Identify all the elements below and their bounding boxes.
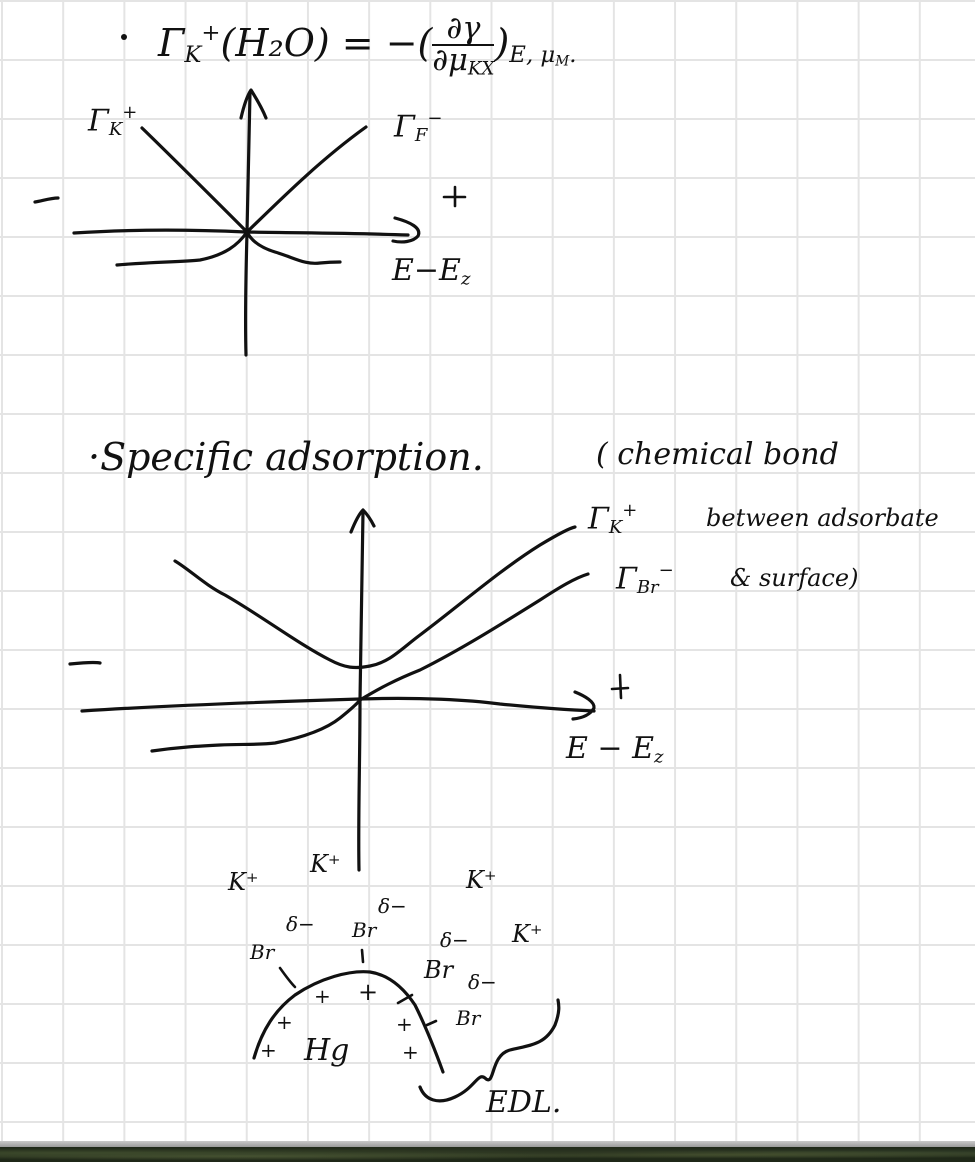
cation-label: K⁺: [512, 920, 543, 948]
chemical-bond-note-line3: & surface): [730, 564, 859, 592]
graph1-curve-f-minus: [245, 125, 368, 234]
adsorption-bond-4: [425, 1019, 438, 1027]
electrode-label-hg: Hg: [304, 1033, 350, 1068]
species-subscript: K: [184, 41, 202, 68]
cation-label: K⁺: [228, 868, 259, 896]
graph2: [68, 508, 630, 872]
gamma-symbol: Γ: [394, 109, 415, 145]
graph2-lower-left-curve: [150, 698, 362, 753]
graph1-lower-right-curve: [245, 230, 342, 265]
graph2-label-k-plus: ΓK+: [588, 502, 637, 537]
cation-label: K⁺: [310, 850, 341, 878]
label-subscript: K: [108, 119, 123, 141]
edl-label: EDL.: [486, 1085, 562, 1120]
derivative-numerator: ∂γ: [432, 13, 495, 47]
axis-label-text: E − E: [566, 731, 655, 766]
anion-label: Br: [250, 940, 275, 964]
graph1-minus-mark: [33, 196, 60, 204]
label-subscript: Br: [636, 577, 659, 599]
adsorption-bond-2: [360, 948, 365, 964]
surface-excess-equation: ΓK+(H₂O) = −(∂γ∂μKX)E, μM.: [158, 13, 576, 79]
label-superscript: +: [622, 500, 638, 521]
label-subscript: F: [414, 125, 428, 147]
graph1-label-k-plus: ΓK+: [88, 104, 137, 139]
gamma-symbol: Γ: [158, 21, 185, 66]
surface-charge: +: [396, 1012, 413, 1036]
partial-charge-label: δ−: [440, 928, 469, 952]
graph2-x-axis-arrowhead: [571, 690, 596, 721]
graph2-y-axis: [357, 510, 365, 872]
surface-charge: +: [276, 1010, 293, 1034]
axis-label-text: E−E: [392, 253, 461, 288]
chemical-bond-note-line2: between adsorbate: [706, 504, 939, 532]
equation-period: .: [569, 41, 577, 68]
label-superscript: +: [122, 102, 138, 123]
held-constant-conditions: E, μM.: [509, 42, 576, 68]
partial-charge-label: δ−: [378, 894, 407, 918]
mu-symbol: ∂μ: [432, 43, 468, 79]
partial-charge-label: δ−: [468, 970, 497, 994]
mu-subscript: KX: [467, 58, 495, 80]
gamma-symbol: Γ: [88, 103, 109, 139]
close-paren: ): [494, 21, 510, 66]
specific-adsorption-heading: ·Specific adsorption.: [88, 435, 484, 479]
edl-brace: [418, 998, 561, 1103]
page-edge-shadow: [0, 1141, 975, 1147]
anion-label: Br: [352, 918, 377, 942]
graph2-minus-mark: [68, 660, 102, 666]
graph1-y-axis-arrowhead: [239, 88, 268, 120]
equation-bullet: [121, 34, 127, 40]
graph2-x-axis-label: E − Ez: [566, 734, 664, 767]
conditions-subscript: M: [555, 53, 570, 70]
partial-charge-label: δ−: [286, 912, 315, 936]
graph1-y-axis: [243, 90, 252, 357]
axis-label-subscript: z: [460, 268, 471, 290]
derivative-denominator: ∂μKX: [432, 46, 494, 79]
graph2-plus-mark-v: [618, 673, 623, 700]
electrode-sketch: [252, 948, 561, 1103]
background-photo-strip: [0, 1147, 975, 1162]
surface-charge: +: [260, 1038, 277, 1062]
graph2-curve-k-plus: [173, 525, 577, 670]
anion-label: Br: [424, 956, 454, 984]
charge-superscript: +: [201, 20, 221, 47]
graph2-curve-br-minus: [358, 572, 590, 702]
graph1-x-axis-label: E−Ez: [392, 256, 470, 289]
chemical-bond-note-line1: ( chemical bond: [596, 437, 839, 472]
gamma-symbol: Γ: [616, 561, 637, 597]
graph2-y-axis-arrowhead: [349, 508, 376, 534]
label-superscript: −: [427, 108, 443, 129]
label-subscript: K: [608, 517, 623, 539]
axis-label-subscript: z: [654, 746, 664, 768]
surface-charge: +: [314, 984, 331, 1008]
surface-charge: +: [358, 978, 379, 1006]
hg-droplet-outline: [252, 970, 445, 1074]
adsorption-bond-1: [278, 966, 297, 989]
partial-derivative: ∂γ∂μKX: [432, 13, 495, 79]
graph1-x-axis: [72, 228, 410, 237]
graph1-curve-k-plus: [140, 126, 249, 234]
label-superscript: −: [658, 560, 674, 581]
cation-label: K⁺: [466, 866, 497, 894]
anion-label: Br: [456, 1006, 481, 1030]
equals-minus: = −(: [341, 21, 433, 66]
conditions-text: E, μ: [509, 41, 556, 68]
graph1-label-f-minus: ΓF−: [394, 110, 442, 145]
surface-charge: +: [402, 1040, 419, 1064]
graph1: [33, 88, 467, 357]
graph1-lower-left-curve: [115, 230, 249, 267]
graph2-x-axis: [80, 696, 596, 713]
graph1-x-axis-arrowhead: [391, 216, 421, 244]
gamma-symbol: Γ: [588, 501, 609, 537]
reference-argument: (H₂O): [220, 21, 330, 66]
graph2-label-br-minus: ΓBr−: [616, 562, 674, 597]
adsorption-bond-3: [396, 993, 414, 1005]
